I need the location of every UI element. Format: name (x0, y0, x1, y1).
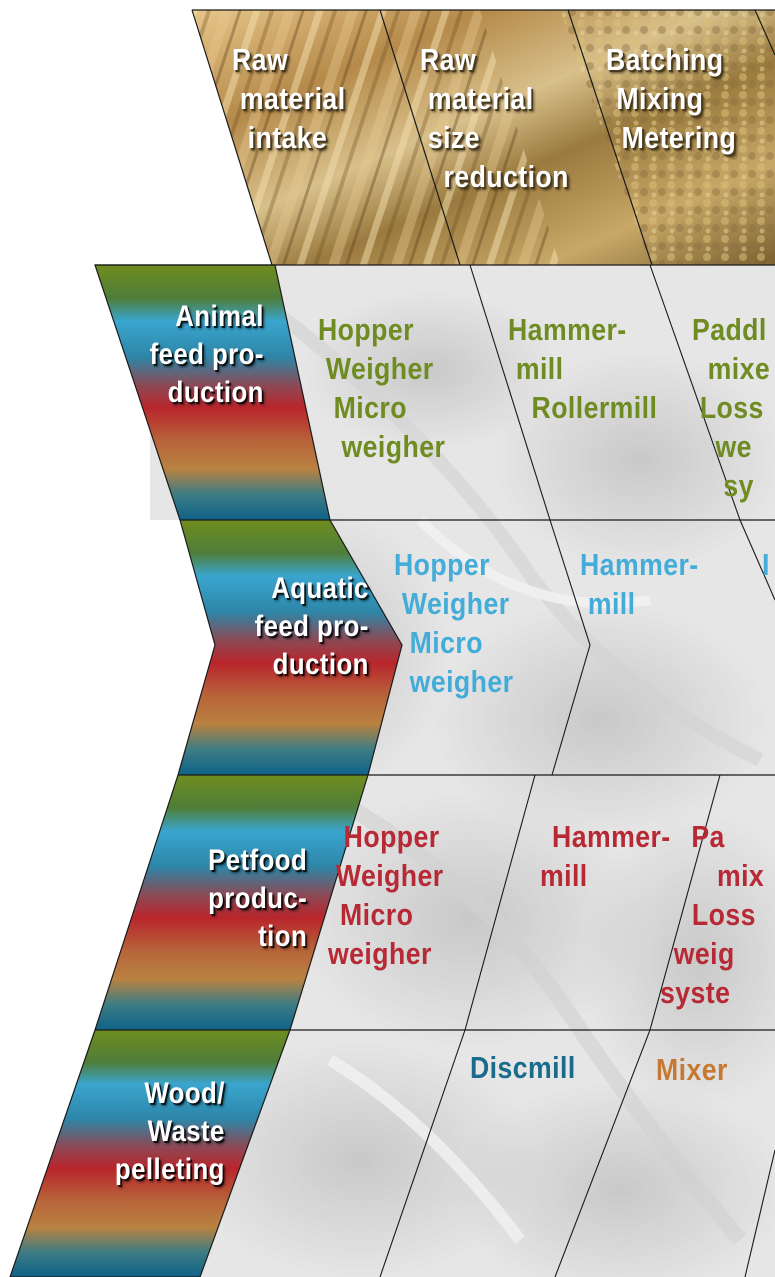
row-label-line: Petfood (207, 844, 307, 877)
cell-animal-batching: Paddl mixe Loss we sy (692, 310, 770, 505)
header-divider-1 (379, 9, 461, 266)
row-label-petfood: Petfood produc- tion (208, 842, 307, 956)
cell-petfood-batching: Pa mix Loss weig syste (660, 817, 764, 1012)
cell-wood-size-reduction: Discmill (470, 1048, 576, 1087)
stage-header-line: material (232, 81, 346, 116)
cell-line: Hammer- (580, 547, 699, 582)
header-divider-3 (754, 9, 775, 56)
cell-animal-size-reduction: Hammer- mill Rollermill (508, 310, 657, 427)
white-gap-4 (0, 775, 178, 1030)
cell-line: Micro (340, 897, 414, 932)
row-label-line: feed pro- (254, 610, 369, 643)
row-label-animal-feed: Animal feed pro- duction (150, 298, 264, 412)
row-label-line: produc- (207, 882, 307, 915)
cell-line: Paddl (692, 312, 767, 347)
cell-line: sy (692, 468, 754, 503)
cell-line: Hopper (318, 312, 414, 347)
cell-line: we (692, 429, 752, 464)
chevron-segment-petfood (95, 775, 368, 1030)
cell-line: Loss (692, 390, 764, 425)
header-straw-texture (192, 10, 560, 265)
stage-header-size-reduction: Raw material size reduction (420, 40, 569, 196)
cell-line: Hammer- (552, 819, 671, 854)
white-gap-3 (0, 645, 215, 775)
cell-line: weigher (394, 664, 514, 699)
stage-header-line: intake (232, 120, 328, 155)
cell-line: Mixer (656, 1052, 728, 1087)
cell-line: mix (701, 858, 765, 893)
stage-header-line: Batching (606, 42, 724, 77)
cell-line: Pa (660, 819, 725, 854)
row-label-line: feed pro- (149, 338, 264, 371)
cell-line: weigher (328, 936, 432, 971)
chevron-segment-wood (10, 1030, 290, 1277)
cell-line: Discmill (470, 1050, 576, 1085)
row-label-line: tion (257, 920, 307, 953)
row-label-wood-waste: Wood/ Waste pelleting (115, 1075, 225, 1189)
cell-line: weig (673, 936, 735, 971)
white-gap-1 (0, 265, 150, 520)
cell-line: Hopper (394, 547, 490, 582)
cell-animal-intake: Hopper Weigher Micro weigher (318, 310, 445, 466)
cell-line: Loss (684, 897, 756, 932)
white-gap-5 (0, 1030, 95, 1277)
row-label-line: Aquatic (271, 572, 369, 605)
row-label-line: Waste (147, 1115, 225, 1148)
cell-line: Weigher (394, 586, 510, 621)
cell-line: mill (540, 858, 588, 893)
cell-line: Micro (394, 625, 483, 660)
cell-line: mill (580, 586, 636, 621)
row-label-aquatic-feed: Aquatic feed pro- duction (255, 570, 369, 684)
cell-line: Weigher (318, 351, 434, 386)
row-label-line: Wood/ (144, 1077, 225, 1110)
cell-petfood-size-reduction: Hammer- mill (540, 817, 671, 895)
row-label-line: Animal (175, 300, 264, 333)
cell-line: weigher (318, 429, 446, 464)
stage-header-batching-mixing-metering: Batching Mixing Metering (606, 40, 736, 157)
cell-line: Micro (318, 390, 407, 425)
row-label-line: duction (272, 648, 369, 681)
chevron-segment-aquatic (178, 520, 402, 775)
header-divider-2 (567, 9, 653, 266)
white-gap-2 (0, 520, 215, 645)
stage-header-line: Raw (232, 42, 289, 77)
cell-line: Hammer- (508, 312, 627, 347)
cell-line: I (762, 547, 770, 582)
cell-aquatic-batching: I (762, 545, 770, 584)
header-grain-texture (560, 10, 775, 265)
stage-header-line: size (420, 120, 480, 155)
cell-aquatic-intake: Hopper Weigher Micro weigher (394, 545, 513, 701)
cell-line: mixe (692, 351, 771, 386)
cell-wood-batching: Mixer (656, 1050, 728, 1089)
cell-line: Weigher (328, 858, 444, 893)
stage-header-line: Metering (606, 120, 737, 155)
stage-header-line: Mixing (616, 81, 704, 116)
chevron-segment-animal (95, 265, 330, 520)
cell-line: syste (660, 975, 731, 1010)
cell-line: mill (508, 351, 564, 386)
cell-aquatic-size-reduction: Hammer- mill (580, 545, 699, 623)
cell-line: Hopper (328, 819, 440, 854)
column-dividers (379, 264, 775, 1277)
stage-header-line: Raw (420, 42, 477, 77)
row-label-line: pelleting (115, 1153, 225, 1186)
stage-header-line: material (420, 81, 534, 116)
header-left-border (191, 9, 273, 266)
cell-petfood-intake: Hopper Weigher Micro weigher (328, 817, 444, 973)
cell-line: Rollermill (508, 390, 658, 425)
row-label-line: duction (167, 376, 264, 409)
stage-header-raw-material-intake: Raw material intake (232, 40, 346, 157)
stage-header-line: reduction (420, 159, 569, 194)
